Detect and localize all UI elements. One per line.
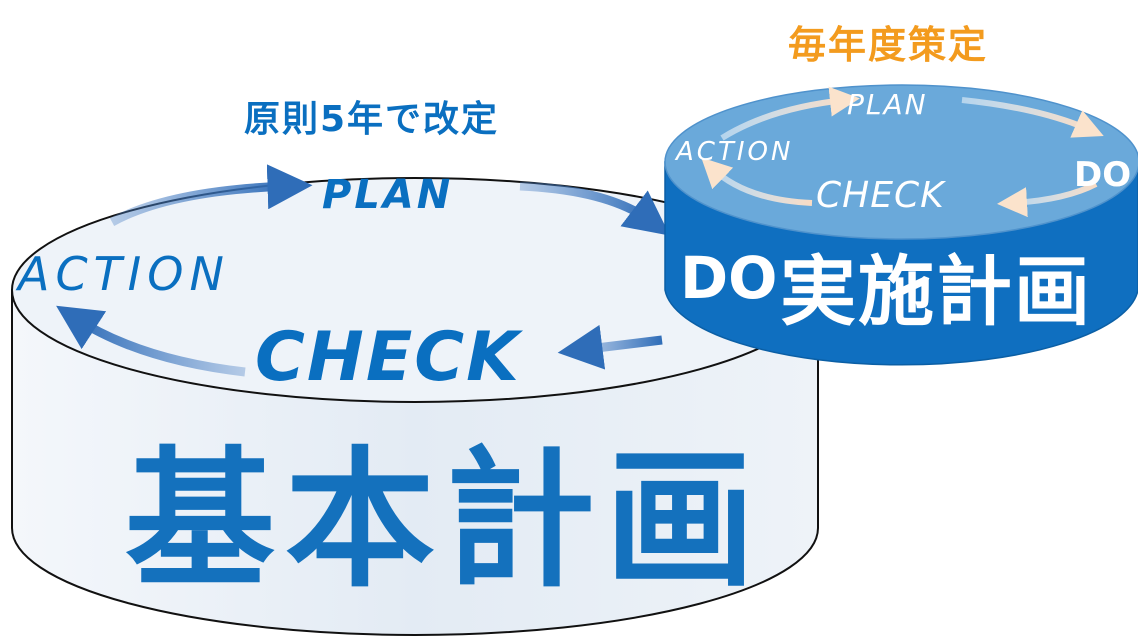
impl-cycle-plan: PLAN bbox=[847, 88, 928, 121]
impl-arrow-check-to-action bbox=[701, 157, 813, 206]
arrow-do-to-check bbox=[557, 324, 663, 370]
impl-cycle-check: CHECK bbox=[816, 175, 946, 216]
impl-arrow-action-to-plan bbox=[720, 86, 860, 141]
basic-cycle-action: ACTION bbox=[15, 247, 230, 301]
arrow-check-to-action bbox=[56, 305, 246, 377]
basic-plan-char-1: 基 bbox=[125, 434, 275, 608]
impl-arrow-do-to-check bbox=[997, 181, 1098, 218]
label-annual-formulation: 毎年度策定 bbox=[788, 23, 989, 67]
basic-cycle-plan: PLAN bbox=[322, 172, 453, 218]
basic-plan-char-2: 本 bbox=[285, 434, 435, 608]
impl-arrow-plan-to-do bbox=[961, 97, 1104, 138]
impl-cycle-do: DO bbox=[1074, 155, 1131, 195]
impl-cycle-action: ACTION bbox=[674, 137, 793, 167]
arrow-action-to-plan bbox=[109, 164, 313, 226]
basic-cycle-check: CHECK bbox=[255, 318, 523, 397]
arrow-plan-to-do bbox=[519, 181, 670, 236]
basic-plan-char-3: 計 bbox=[445, 434, 595, 608]
impl-plan-title: 実施計画 bbox=[780, 247, 1092, 336]
basic-plan-char-4: 画 bbox=[605, 434, 755, 608]
impl-do-label: DO bbox=[680, 244, 777, 312]
label-basic-revision: 原則5年で改定 bbox=[244, 99, 500, 140]
